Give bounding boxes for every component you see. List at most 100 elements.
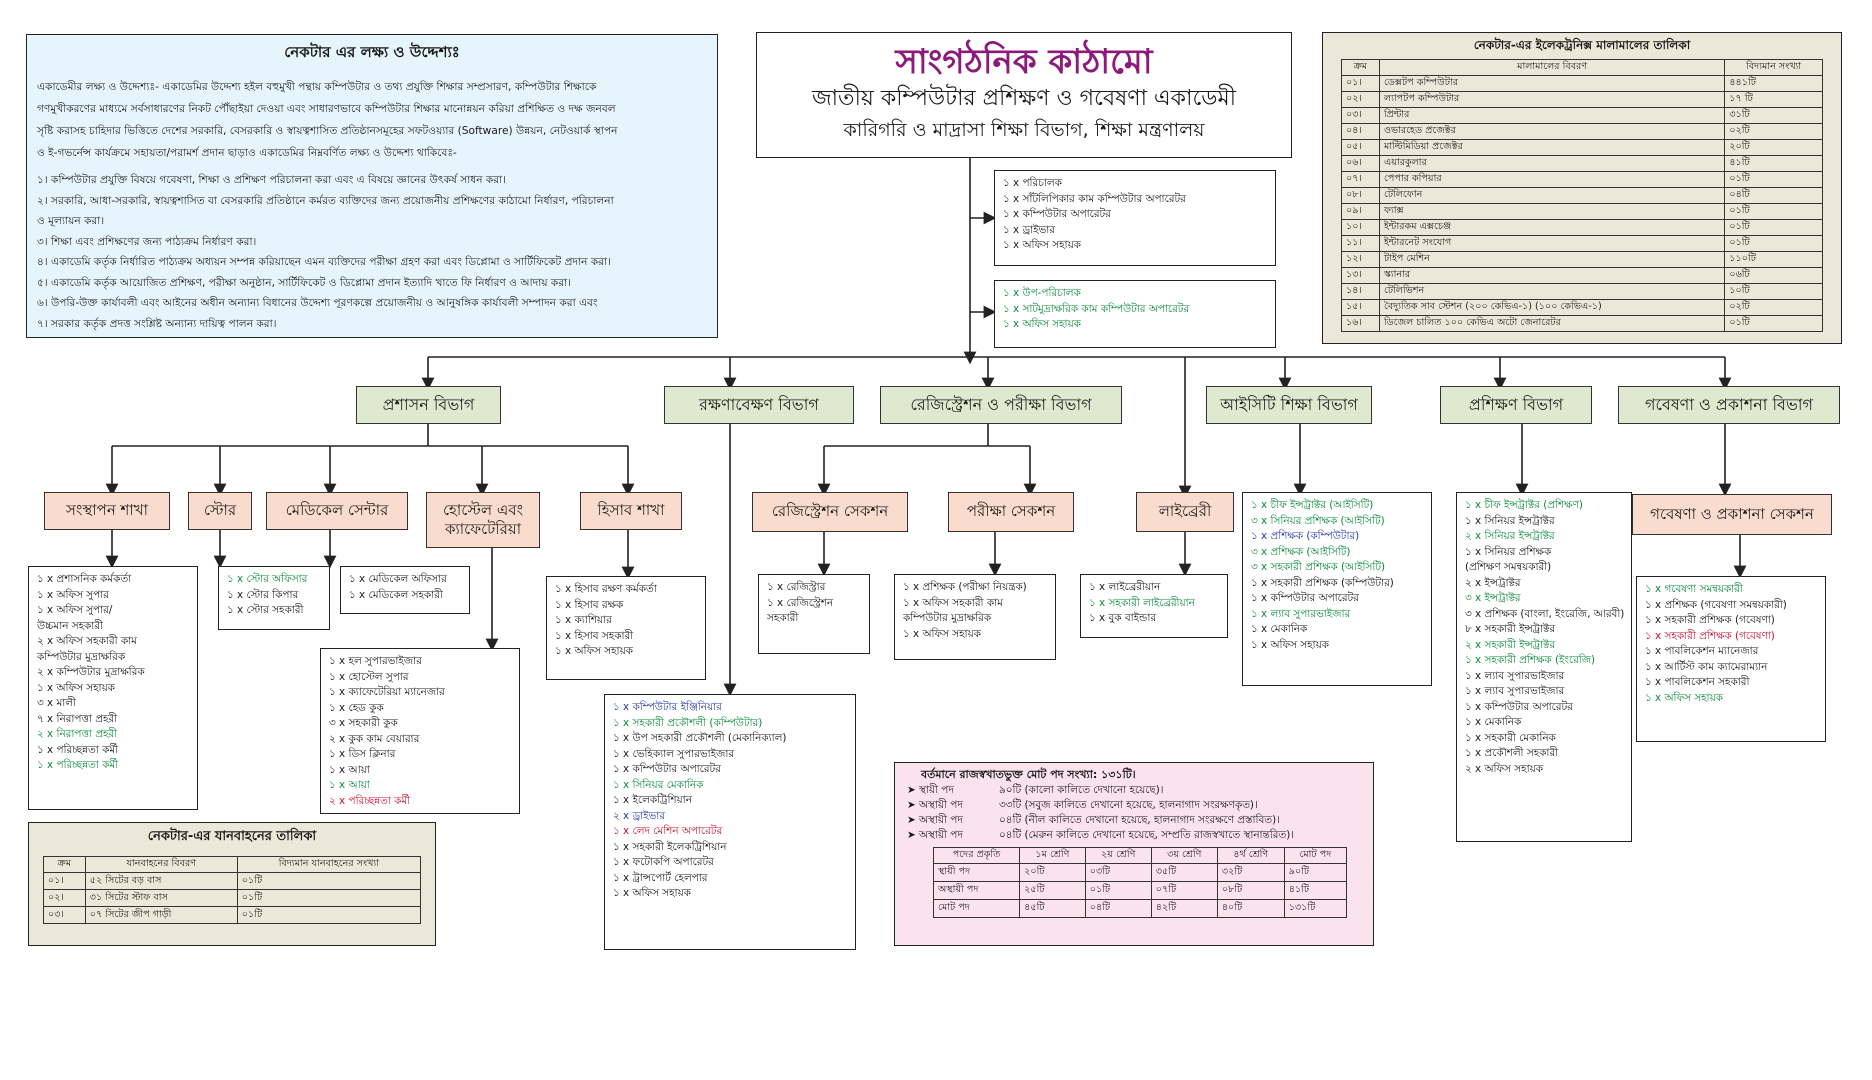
staff-post: ১ x হিসাব সহকারী [555,629,634,642]
table-cell: ৪৫টি [1019,899,1086,918]
table-cell: ৪১টি [1283,881,1348,900]
staff-post: ১ x উপ সহকারী প্রকৌশলী (মেকানিক্যাল) [613,732,787,744]
table-header: বিদ্যমান যানবাহনের সংখ্যা [236,856,422,873]
table-cell: ২০টি [1724,139,1823,156]
table-header: ১ম শ্রেণি [1019,847,1086,864]
table-cell: ১৬। [1341,315,1380,332]
staff-post: ১ x সহকারী প্রশিক্ষক (গবেষণা) [1645,614,1775,626]
table-header: মালামালের বিবরণ [1378,59,1726,76]
staff-post: ১ x কম্পিউটার অপারেটর [613,763,721,775]
table-cell: ০১টি [236,872,422,890]
section-registration[interactable]: রেজিস্ট্রেশন সেকশন [752,492,908,532]
ict-staff-list: ১ x চীফ ইন্সট্রাক্টর (আইসিটি)৩ x সিনিয়র… [1242,492,1432,686]
table-cell: ০৩টি [1084,863,1152,882]
table-cell: ৩১ সিটের স্টাফ বাস [84,889,238,907]
posts-line: ➤ অস্থায়ী পদ ০৪টি (নীল কালিতে দেখানো হয়… [907,813,1361,828]
staff-post: ১ x মেকানিক [1465,716,1522,728]
exam-staff-list: ১ x প্রশিক্ষক (পরীক্ষা নিয়ন্ত্রক)১ x অফ… [894,574,1056,660]
posts-line-label: অস্থায়ী পদ [919,829,963,841]
aims-line: ১। কম্পিউটার প্রযুক্তি বিষয়ে গবেষণা, শি… [37,174,506,186]
staff-post: কম্পিউটার মুদ্রাক্ষরিক [903,612,992,624]
section-store[interactable]: স্টোর [188,492,252,530]
dept-research[interactable]: গবেষণা ও প্রকাশনা বিভাগ [1618,386,1840,424]
staff-post: ১ x ল্যাব সুপারভাইজার [1465,685,1565,697]
equipment-panel: নেকটার-এর ইলেকট্রনিক্স মালামালের তালিকা … [1322,32,1842,344]
table-cell: টাইপ মেশিন [1378,251,1726,268]
staff-post: কম্পিউটার মুদ্রাক্ষরিক [37,650,126,663]
staff-post: ৭ x নিরাপত্তা প্রহরী [37,712,118,725]
table-cell: অস্থায়ী পদ [932,881,1021,900]
posts-line-label: অস্থায়ী পদ [919,799,963,811]
section-research[interactable]: গবেষণা ও প্রকাশনা সেকশন [1632,494,1832,535]
dept-registration[interactable]: রেজিস্ট্রেশন ও পরীক্ষা বিভাগ [880,386,1122,424]
table-cell: ১৩। [1341,267,1380,284]
staff-post: ১ x পরিচ্ছন্নতা কর্মী [37,743,119,756]
org-header: সাংগঠনিক কাঠামো জাতীয় কম্পিউটার প্রশিক্… [756,32,1292,158]
staff-post: ১ x অফিস সহায়ক [1251,638,1329,651]
table-cell: ১২। [1341,251,1380,268]
staff-post: ১ x অফিস সহায়ক [613,887,691,899]
section-hostel[interactable]: হোস্টেল এবং ক্যাফেটেরিয়া [426,492,540,548]
section-accounts[interactable]: হিসাব শাখা [580,492,682,530]
staff-post: ১ x ক্যাফেটেরিয়া ম্যানেজার [329,686,445,698]
table-cell: ০১। [1341,75,1380,92]
table-cell: ৩৫টি [1150,863,1218,882]
dept-admin[interactable]: প্রশাসন বিভাগ [356,386,501,424]
posts-line-label: অস্থায়ী পদ [919,814,963,826]
staff-post: ১ x ড্রাইভার [1003,223,1056,236]
staff-post: ১ x পাবলিকেশন ম্যানেজার [1645,645,1759,657]
staff-post: ১ x আয়া [329,763,370,776]
staff-post: ১ x প্রশিক্ষক (গবেষণা সমন্বয়কারী) [1645,598,1787,611]
table-cell: ১৫। [1341,299,1380,316]
table-header: ক্রম [1341,59,1380,76]
posts-line-value: ০৪টি (নীল কালিতে দেখানো হয়েছে, হালনাগাদ… [999,814,1280,826]
table-cell: ০১টি [1084,881,1152,900]
dept-ict[interactable]: আইসিটি শিক্ষা বিভাগ [1206,386,1372,424]
table-cell: ৫২ সিটের বড় বাস [84,872,238,890]
table-cell: পেপার কপিয়ার [1378,171,1726,188]
table-cell: স্ক্যানার [1378,267,1726,284]
staff-post: ১ x সাঁটলিপিকার কাম কম্পিউটার অপারেটর [1003,192,1186,205]
dept-maintenance[interactable]: রক্ষণাবেক্ষণ বিভাগ [664,386,854,424]
staff-post: উচ্চমান সহকারী [37,619,104,632]
staff-post: ১ x লাইব্রেরীয়ান [1089,581,1161,593]
dept-training[interactable]: প্রশিক্ষণ বিভাগ [1440,386,1592,424]
table-cell: ওভারহেড প্রজেক্টর [1378,123,1726,140]
staff-post: ১ x ডিস ক্লিনার [329,748,396,760]
posts-table: পদের প্রকৃতি১ম শ্রেণি২য় শ্রেণি৩য় শ্রেণ… [932,847,1348,918]
staff-post: ৩ x প্রশিক্ষক (বাংলা, ইংরেজি, আরবী) [1465,607,1625,620]
table-cell: এয়ারকুলার [1378,155,1726,172]
table-cell: ইন্টারনেট সংযোগ [1378,235,1726,252]
table-cell: ১১০টি [1724,251,1823,268]
aims-line: ৬। উপরি-উক্ত কার্যাবলী এবং আইনের অধীন অন… [37,297,598,309]
table-cell: ০২টি [1724,299,1823,316]
arrow-icon: ➤ [907,799,920,811]
staff-post: ৩ x প্রশিক্ষক (আইসিটি) [1251,545,1351,558]
staff-post: ১ x সহকারী প্রশিক্ষক (ইংরেজি) [1465,654,1596,666]
table-header: ৪র্থ শ্রেণি [1216,847,1285,864]
aims-line: ৫। একাডেমি কর্তৃক আয়োজিত প্রশিক্ষণ, পরী… [37,276,572,289]
staff-post: ১ x কম্পিউটার ইঞ্জিনিয়ার [613,701,722,713]
aims-line: সৃষ্টি করাসহ চাহিদার ভিত্তিতে দেশের সরকা… [37,125,618,137]
section-medical[interactable]: মেডিকেল সেন্টার [266,492,408,530]
arrow-icon: ➤ [907,814,920,826]
section-library[interactable]: লাইব্রেরী [1136,492,1234,532]
table-cell: ০৭। [1341,171,1380,188]
staff-post: ১ x ভেহিক্যাল সুপারভাইজার [613,747,735,760]
section-establishment[interactable]: সংস্থাপন শাখা [44,492,170,530]
section-exam[interactable]: পরীক্ষা সেকশন [948,492,1074,532]
staff-post: ১ x হল সুপারভাইজার [329,655,422,667]
table-cell: ০১। [43,872,86,890]
staff-post: ১ x সিনিয়র ইন্সট্রাক্টর [1465,514,1555,527]
